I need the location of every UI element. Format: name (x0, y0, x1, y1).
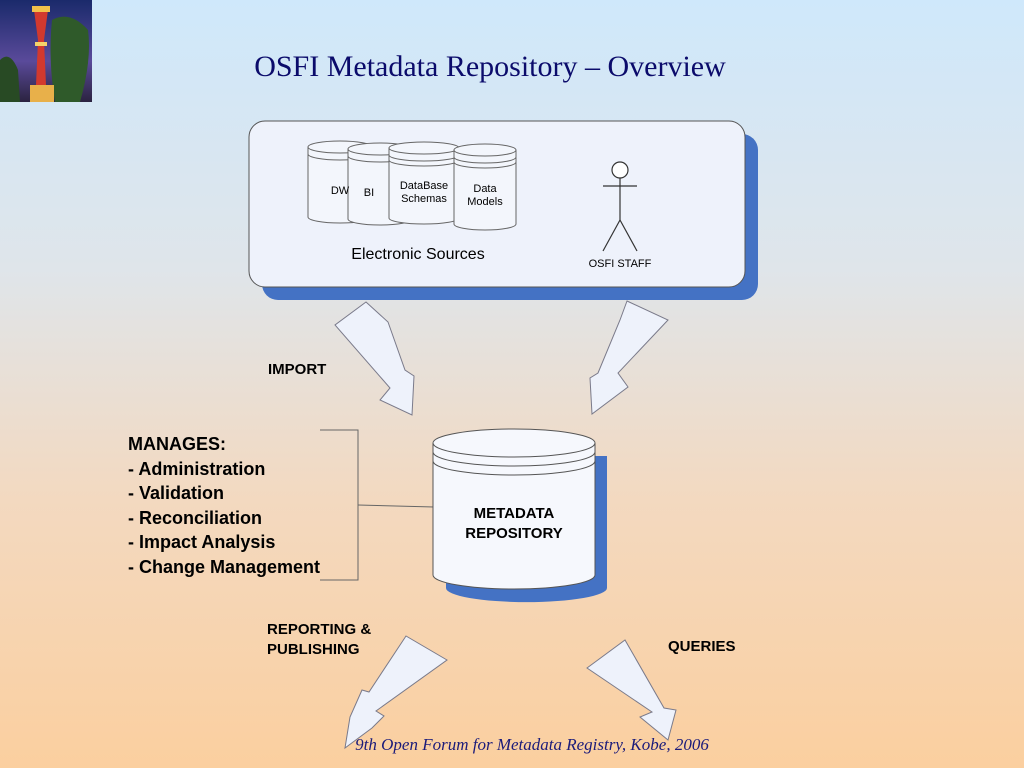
repository-cylinder (432, 428, 607, 603)
db-label-data-models: Data Models (467, 183, 503, 208)
manages-list: MANAGES: - Administration - Validation -… (128, 432, 320, 579)
import-arrow-right (589, 300, 669, 415)
repository-label-line1: METADATA (473, 505, 555, 522)
db-cylinder-data-models (453, 143, 517, 231)
logo-photo (0, 0, 92, 102)
manages-item: - Change Management (128, 556, 321, 577)
page-title: OSFI Metadata Repository – Overview (254, 50, 726, 83)
db-label-bi: BI (363, 187, 375, 199)
electronic-sources-caption: Electronic Sources (351, 246, 485, 263)
reporting-publishing-label: REPORTING & PUBLISHING (267, 621, 372, 658)
import-arrow-left (334, 301, 415, 416)
queries-arrow (586, 639, 677, 741)
manages-item: - Impact Analysis (128, 532, 276, 552)
footer-text: 9th Open Forum for Metadata Registry, Ko… (355, 735, 709, 754)
reporting-arrow (344, 635, 448, 750)
db-label-database-schemas: DataBase Schemas (399, 180, 449, 205)
manages-item: - Administration (128, 458, 266, 479)
db-label-dw: DW (330, 185, 350, 197)
manages-item: - Validation (128, 483, 225, 503)
repository-label-line2: REPOSITORY (465, 525, 563, 542)
manages-item: - Reconciliation (128, 507, 263, 528)
repository-label: METADATA REPOSITORY (434, 504, 594, 544)
import-label: IMPORT (268, 361, 327, 378)
manages-heading: MANAGES: (128, 434, 226, 454)
queries-label: QUERIES (668, 638, 736, 655)
osfi-staff-label: OSFI STAFF (588, 258, 652, 270)
manages-bracket (320, 429, 435, 581)
staff-figure-icon (602, 161, 638, 252)
